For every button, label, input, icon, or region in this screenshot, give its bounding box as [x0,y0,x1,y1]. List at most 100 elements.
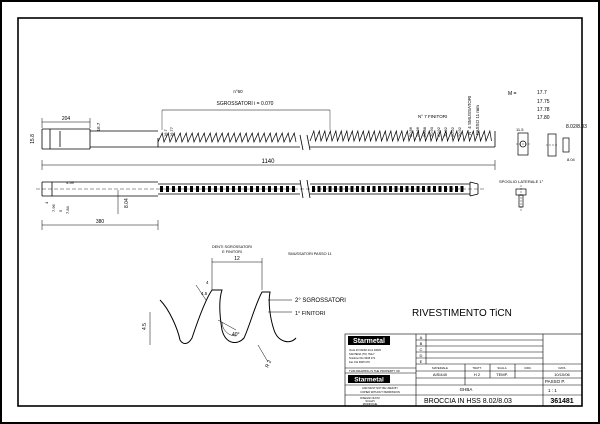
roughing-title: n°60 [233,89,243,94]
small-dim-2: 7.96 [51,203,56,212]
finishing-label: N° 7 FINITORI [418,114,447,119]
finishing-value: 20.88 [422,126,427,137]
tooth-slot [238,186,241,192]
burnishing-label: N° 4 SMUSSATORI [467,96,472,135]
tooth-slot [339,186,343,192]
small-dim-5: 4.59 [66,180,75,185]
header-circ: CIRC. [524,366,532,370]
broach-side-view [41,128,496,151]
tooth-slot [166,186,169,192]
tooth-label-2: E FINITORI [222,250,242,254]
tooth-slot [389,186,392,192]
tooth-slot [367,186,370,192]
customer-label: GHBA [460,387,473,392]
tooth-slot [455,186,458,192]
company-logo-2 [348,375,390,383]
tooth-slot [328,186,332,192]
tooth-slot [356,186,359,192]
small-dim-1: 4 [44,201,49,204]
note-3: MODIFICHE [363,402,378,406]
address-2: SANTENA (TO) ITALY [349,352,375,356]
shank-length-label: 204 [62,116,71,122]
tooth-slot [232,186,235,192]
value-treatment: H 2 [474,372,481,377]
tooth-slot [383,186,387,192]
header-treatment: TRATT. [472,366,481,370]
roughing-note: 2° SGROSSATORI [295,298,346,304]
tooth-slot [312,186,315,192]
company-name-2: Starmetal [354,377,384,384]
pitch-dim-label: 12 [234,256,240,262]
top-view-slots [160,186,464,192]
tooth-detail-dims [149,284,292,363]
overall-length-label: 1140 [262,159,276,165]
body-length-label: 380 [96,219,105,225]
m-value-4: 17.80 [537,115,550,121]
finishing-value: 20.92 [457,126,462,137]
drawing-title: BROCCIA IN HSS 8.02/8.03 [424,398,512,405]
tooth-slot [292,186,295,192]
small-dim-4: 7.84 [65,205,70,214]
note-2: SCALPI [365,399,375,403]
tooth-slot [196,186,199,192]
rev-c: C [420,347,423,352]
coating-text: RIVESTIMENTO TiCN [412,308,512,319]
finishing-value: 20.92 [436,126,441,137]
tip-dia-label: 8.02/8.03 [566,124,587,130]
radius-label: R 2 [264,359,273,369]
tooth-slot [460,186,464,192]
pitch-dimension [211,258,263,290]
tooth-slot [250,186,253,192]
height-dim-label: 4.5 [142,323,148,330]
tooth-slot [244,186,247,192]
burnish-label: SMUSSATORI PASSO 11 [288,252,332,256]
tip-h-label: 8.04 [567,157,576,162]
address-1: Via E.DI VANNI 23-A 10026 [349,348,381,352]
tooth-slot [280,186,283,192]
tooth-slot [378,186,381,192]
pilot-dia-label: 8.04 [124,198,130,208]
tooth-slot [220,186,223,192]
body-length-dimension [41,190,159,230]
rev-e: E [420,359,423,364]
rev-b: B [420,341,423,346]
tooth-slot [444,186,447,192]
finishing-value: 20.86 [408,126,413,137]
finishing-teeth [309,129,492,143]
tooth-slot [350,186,354,192]
tooth-slot [262,186,265,192]
tooth-slot [202,186,205,192]
tooth-slot [400,186,403,192]
tooth-slot [256,186,259,192]
drawing-number: 361481 [550,398,573,405]
tooth-slot [226,186,229,192]
tooth-slot [411,186,414,192]
angle-label: 40° [232,332,240,338]
finishing-note: 1° FINITORI [295,311,326,317]
overall-length-dimension [41,160,496,170]
tooth-slot [190,186,193,192]
pitch-cell: PASSO P. [545,379,565,384]
tooth-slot [427,186,431,192]
company-name: Starmetal [353,338,385,345]
value-date: 10/10/06 [554,372,570,377]
tooth-slot [405,186,409,192]
m-label: M = [508,91,517,97]
tooth-profile [159,289,297,344]
company-logo [348,336,390,345]
address-4: Fax 011 9945 079 [349,360,370,364]
tooth-slot [449,186,453,192]
tooth-slot [334,186,337,192]
tooth-slot [394,186,398,192]
m-value-2: 17.75 [537,99,550,105]
tooth-slot [172,186,175,192]
angle-dim-label: 4.5 [201,291,208,296]
tooth-slot [372,186,376,192]
tooth-label-1: DENTI SGROSSATORI [212,245,252,249]
land-dim-label: 4 [206,280,209,285]
inner-border [17,17,583,407]
m-value-3: 17.78 [537,107,550,113]
tooth-slot [178,186,181,192]
